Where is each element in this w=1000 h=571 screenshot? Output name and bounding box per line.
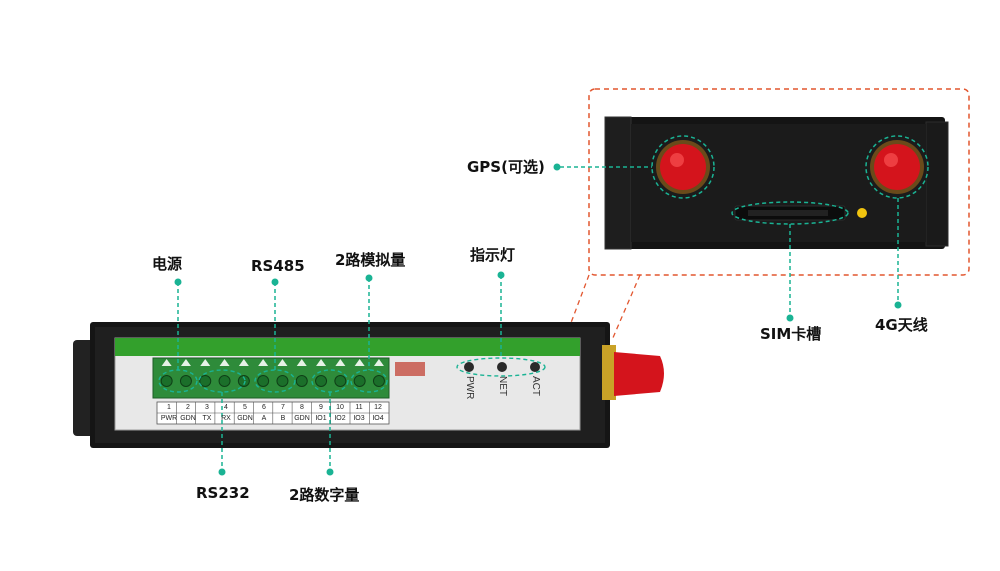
terminal-number: 3	[205, 404, 209, 411]
zoom-frame	[588, 88, 970, 276]
terminal-name: B	[280, 415, 286, 422]
terminal-arrow	[335, 359, 346, 366]
callout-rs485: RS485	[251, 257, 305, 275]
zoom-connector-right	[611, 274, 641, 341]
callout-digital: 2路数字量	[289, 486, 360, 504]
device-top-view	[604, 116, 949, 250]
callout-rs232: RS232	[196, 484, 250, 502]
zoom-connector-left	[559, 274, 590, 353]
terminal-arrow	[258, 359, 269, 366]
callout-4g-antenna: 4G天线	[875, 316, 928, 334]
terminal-screw	[334, 375, 347, 387]
terminal-name: IO4	[372, 415, 384, 422]
terminal-arrow	[219, 359, 230, 366]
terminal-number: 8	[300, 404, 304, 411]
terminal-screw	[315, 375, 328, 387]
terminal-number: 7	[281, 404, 285, 411]
terminal-number: 10	[336, 404, 344, 411]
terminal-screw	[295, 375, 308, 387]
terminal-screws	[160, 359, 385, 387]
device-front-view	[73, 322, 664, 448]
terminal-name: IO3	[353, 415, 365, 422]
terminal-arrow	[161, 359, 172, 366]
terminal-arrow	[354, 359, 365, 366]
terminal-name: PWR	[160, 415, 178, 422]
terminal-number: 6	[262, 404, 266, 411]
callout-gps: GPS(可选)	[467, 158, 545, 176]
terminal-name: GDN	[237, 415, 253, 422]
terminal-screw	[237, 375, 250, 387]
led-label-pwr: PWR	[464, 376, 475, 400]
led-label-net: NET	[497, 376, 508, 396]
terminal-arrow	[373, 359, 384, 366]
terminal-arrow	[200, 359, 211, 366]
led-label-act: ACT	[530, 376, 541, 396]
terminal-number: 4	[224, 404, 228, 411]
callout-sim: SIM卡槽	[760, 325, 822, 343]
terminal-number: 11	[355, 404, 363, 411]
terminal-screw	[372, 375, 385, 387]
terminal-arrow	[277, 359, 288, 366]
terminal-name: A	[261, 415, 267, 422]
terminal-number: 2	[186, 404, 190, 411]
terminal-number: 12	[374, 404, 382, 411]
terminal-screw	[160, 375, 173, 387]
callout-power: 电源	[152, 255, 183, 273]
terminal-number: 1	[167, 404, 171, 411]
terminal-name: IO2	[334, 415, 346, 422]
terminal-name: TX	[202, 415, 212, 422]
callout-analog: 2路模拟量	[335, 251, 406, 269]
terminal-name: IO1	[315, 415, 327, 422]
terminal-name: GDN	[180, 415, 196, 422]
terminal-name: GDN	[294, 415, 310, 422]
terminal-screw	[276, 375, 289, 387]
terminal-arrow	[238, 359, 249, 366]
terminal-screw	[353, 375, 366, 387]
terminal-screw	[199, 375, 212, 387]
terminal-number: 5	[243, 404, 247, 411]
terminal-screw	[257, 375, 270, 387]
terminal-grid	[176, 402, 370, 424]
callout-indicator: 指示灯	[470, 246, 516, 264]
terminal-name: RX	[221, 415, 231, 422]
terminal-screw	[218, 375, 231, 387]
terminal-arrow	[316, 359, 327, 366]
terminal-screw	[179, 375, 192, 387]
terminal-arrow	[180, 359, 191, 366]
terminal-arrow	[296, 359, 307, 366]
terminal-number: 9	[319, 404, 323, 411]
